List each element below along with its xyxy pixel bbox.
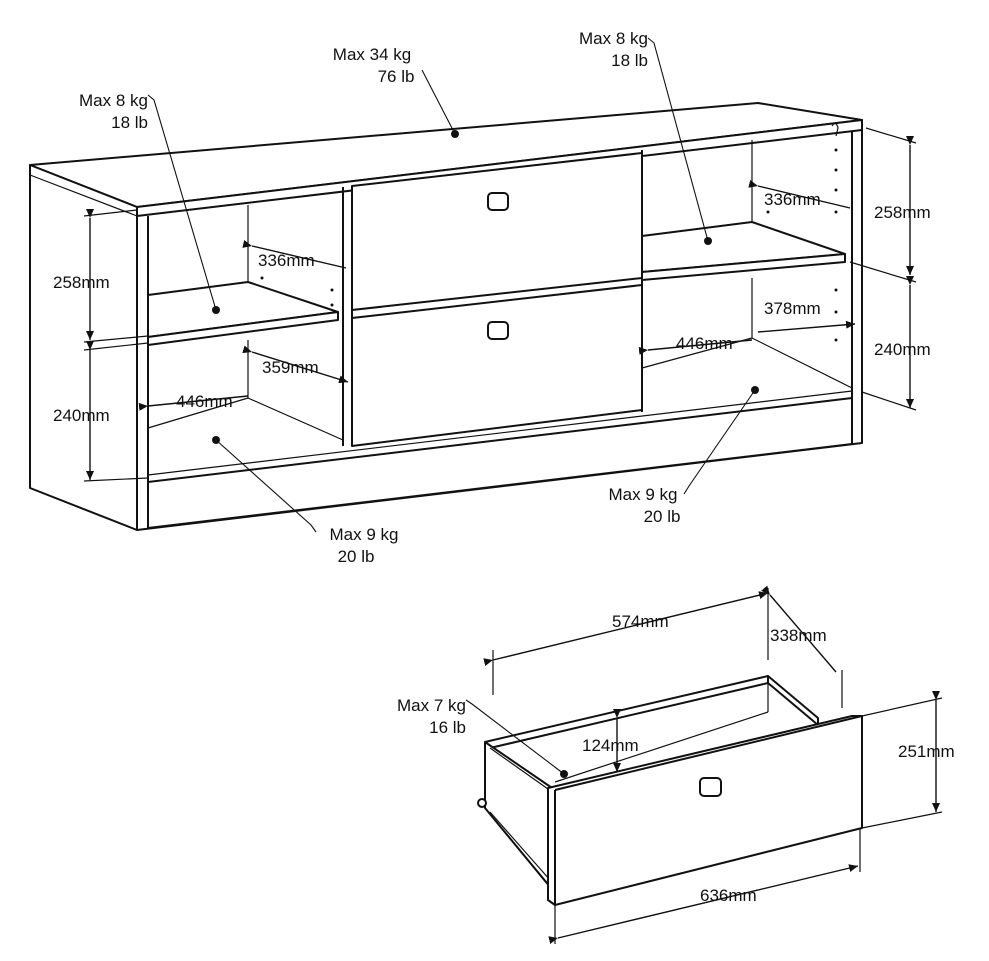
right-floor-side xyxy=(641,337,753,369)
drawer-handle-icon xyxy=(699,777,722,797)
left-shelf-front-edge xyxy=(147,311,339,346)
left-bottom-load-kg: Max 9 kg xyxy=(330,525,399,544)
left-lower-height-label: 240mm xyxy=(53,406,110,425)
drawer-runner-lower xyxy=(494,819,550,886)
left-lower-depth-label: 359mm xyxy=(262,358,319,377)
drawer-load-lb: 16 lb xyxy=(429,718,466,737)
top-load-lb: 76 lb xyxy=(378,67,415,86)
right-shelf-load-leader xyxy=(647,37,709,242)
left-shelf-load-leader xyxy=(147,94,217,311)
right-upper-depth-line xyxy=(748,180,851,209)
upper-drawer-handle-icon xyxy=(487,192,509,211)
left-width-line xyxy=(138,395,249,411)
top-load-kg: Max 34 kg xyxy=(333,45,411,64)
drawer-runner-wheel-icon xyxy=(477,798,487,808)
left-floor-back xyxy=(247,397,344,441)
right-bottom-load-kg: Max 9 kg xyxy=(609,485,678,504)
drawer-dimension-lines xyxy=(483,585,943,944)
drawer-left-side-top-edge xyxy=(489,747,549,790)
drawer-right-side xyxy=(767,675,819,726)
left-upper-height-label: 258mm xyxy=(53,273,110,292)
right-floor-back xyxy=(751,337,853,389)
left-upper-depth-line xyxy=(242,240,347,269)
cabinet-plinth xyxy=(147,397,853,529)
right-shelf-load-lb: 18 lb xyxy=(611,51,648,70)
right-upper-depth-label: 336mm xyxy=(764,190,821,209)
drawer-front-width-line xyxy=(548,864,859,944)
cabinet-labels: Max 34 kg 76 lb Max 8 kg 18 lb Max 8 kg … xyxy=(53,29,931,566)
cabinet-dimension-lines xyxy=(83,127,917,482)
drawer-inner-width-label: 574mm xyxy=(612,612,669,631)
bottom-shelf-edge xyxy=(147,390,853,476)
left-floor-side xyxy=(147,397,249,429)
drawer-inner-height-label: 124mm xyxy=(582,736,639,755)
drawer-depth-label: 338mm xyxy=(770,626,827,645)
right-bottom-load-lb: 20 lb xyxy=(644,507,681,526)
top-load-leader xyxy=(421,69,456,135)
left-shelf-load-lb: 18 lb xyxy=(111,113,148,132)
left-width-label: 446mm xyxy=(176,392,233,411)
drawer-inner-width-line xyxy=(483,591,769,667)
right-width-line xyxy=(638,339,753,355)
right-lower-height-label: 240mm xyxy=(874,340,931,359)
drawer-front-width-label: 636mm xyxy=(700,886,757,905)
tv-cabinet: Max 34 kg 76 lb Max 8 kg 18 lb Max 8 kg … xyxy=(29,29,931,566)
left-side-edge xyxy=(29,174,138,217)
right-shelf-load-kg: Max 8 kg xyxy=(579,29,648,48)
left-bottom-load-leader xyxy=(215,439,317,533)
drawer-inner-back-line xyxy=(554,711,769,783)
drawer-runner xyxy=(489,811,551,881)
right-width-label: 446mm xyxy=(676,334,733,353)
left-upper-depth-label: 336mm xyxy=(258,251,315,270)
drawer: Max 7 kg 16 lb 574mm 338mm 124mm 251mm 6… xyxy=(397,585,955,944)
right-bottom-load-leader xyxy=(683,389,756,495)
right-lower-depth-line xyxy=(757,320,856,333)
left-lower-depth-line xyxy=(242,345,349,384)
lower-drawer-handle-icon xyxy=(487,321,509,340)
right-upper-height-label: 258mm xyxy=(874,203,931,222)
drawer-front-top-edge xyxy=(554,715,863,791)
drawer-load-kg: Max 7 kg xyxy=(397,696,466,715)
drawer-front-height-label: 251mm xyxy=(898,742,955,761)
right-shelf-front-edge xyxy=(641,253,846,281)
right-lower-depth-label: 378mm xyxy=(764,299,821,318)
drawer-labels: Max 7 kg 16 lb 574mm 338mm 124mm 251mm 6… xyxy=(397,612,955,905)
drawer-load-leader xyxy=(465,699,565,775)
drawer-depth-line xyxy=(761,585,837,673)
left-shelf-load-kg: Max 8 kg xyxy=(79,91,148,110)
cabinet-load-markers xyxy=(147,37,759,533)
left-bottom-load-lb: 20 lb xyxy=(338,547,375,566)
cam-lock-icon xyxy=(831,122,839,137)
shelf-peg-holes xyxy=(260,148,838,342)
cabinet-drawers xyxy=(351,152,643,447)
cabinet-left-side xyxy=(29,164,138,531)
